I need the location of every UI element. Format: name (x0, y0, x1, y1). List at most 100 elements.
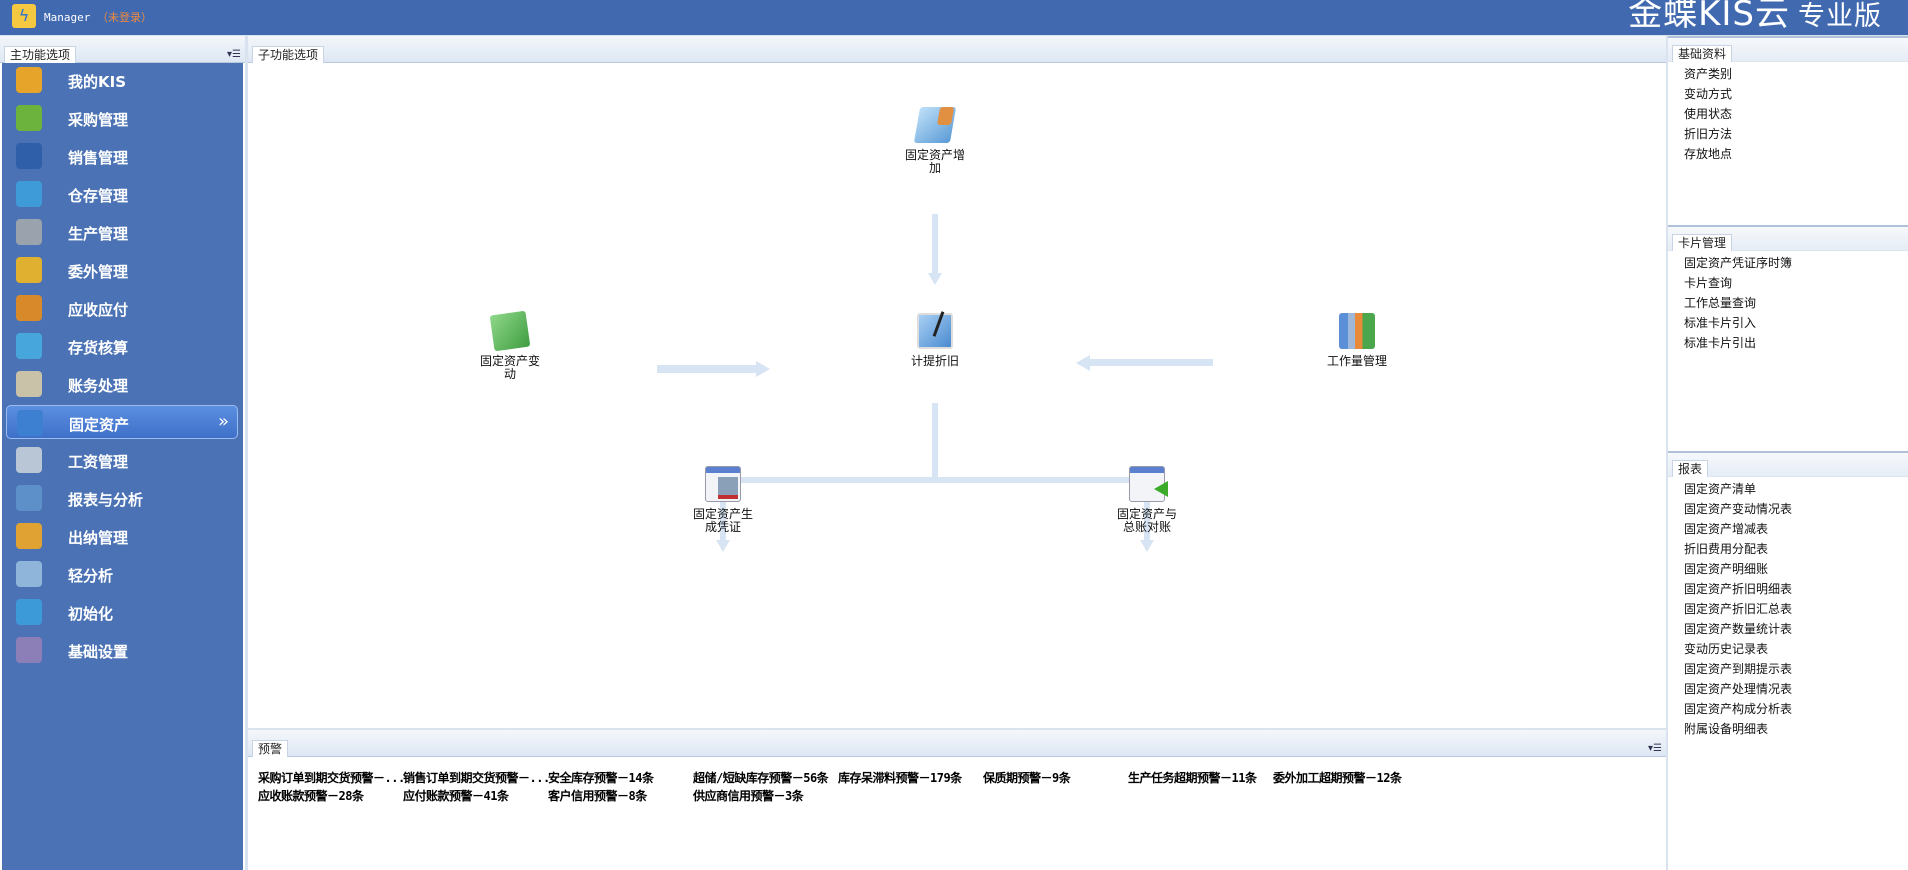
brand-name: 金蝶KIS云 (1628, 0, 1790, 34)
related-function-link[interactable]: 存放地点 (1684, 147, 1733, 161)
related-function-link[interactable]: 固定资产增减表 (1684, 522, 1769, 536)
connector-change-to-depr (657, 365, 757, 373)
module-icon (16, 599, 42, 625)
card-management-list: 固定资产凭证序时簿卡片查询工作总量查询标准卡片引入标准卡片引出 (1684, 253, 1792, 353)
sidebar-item-label: 委外管理 (68, 263, 129, 281)
related-function-link[interactable]: 标准卡片引入 (1684, 316, 1757, 330)
tab-main-functions[interactable]: 主功能选项 (4, 46, 77, 63)
sidebar-item[interactable]: 生产管理 (6, 215, 238, 249)
module-icon (16, 257, 42, 283)
sidebar-item[interactable]: 委外管理 (6, 253, 238, 287)
sidebar-item[interactable]: 账务处理 (6, 367, 238, 401)
module-icon (16, 447, 42, 473)
related-function-link[interactable]: 卡片查询 (1684, 276, 1733, 290)
alert-link[interactable]: 应付账款预警－41条 (403, 789, 509, 803)
tab-basic-data[interactable]: 基础资料 (1672, 45, 1733, 62)
related-function-link[interactable]: 固定资产数量统计表 (1684, 622, 1793, 636)
module-icon (16, 295, 42, 321)
related-function-link[interactable]: 使用状态 (1684, 107, 1733, 121)
node-label: 计提折旧 (910, 354, 959, 368)
panel-header: 子功能选项 (248, 36, 1666, 63)
alert-link[interactable]: 采购订单到期交货预警－... (258, 771, 405, 785)
sidebar-item[interactable]: 销售管理 (6, 139, 238, 173)
panel-menu-icon[interactable]: ▾☰ (1648, 743, 1662, 754)
arrow-head (928, 273, 942, 285)
sidebar-item[interactable]: 工资管理 (6, 443, 238, 477)
voucher-icon (705, 466, 741, 502)
tab-sub-functions[interactable]: 子功能选项 (252, 46, 325, 63)
arrow-head (1076, 355, 1090, 371)
alert-link[interactable]: 安全库存预警－14条 (548, 771, 654, 785)
related-function-link[interactable]: 折旧方法 (1684, 127, 1733, 141)
panel-menu-icon[interactable]: ▾☰ (227, 49, 241, 60)
sidebar-item[interactable]: 应收应付 (6, 291, 238, 325)
related-function-link[interactable]: 变动历史记录表 (1684, 642, 1769, 656)
sidebar-item[interactable]: 仓存管理 (6, 177, 238, 211)
related-function-link[interactable]: 固定资产构成分析表 (1684, 702, 1793, 716)
arrow-head (716, 540, 730, 552)
sidebar-item[interactable]: 初始化 (6, 595, 238, 629)
connector-add-to-depr (932, 214, 938, 274)
node-workload[interactable]: 工作量管理 (1302, 313, 1412, 368)
node-generate-voucher[interactable]: 固定资产生成凭证 (668, 466, 778, 534)
related-function-link[interactable]: 固定资产到期提示表 (1684, 662, 1793, 676)
related-function-link[interactable]: 折旧费用分配表 (1684, 542, 1769, 556)
sidebar-item-label: 应收应付 (68, 301, 129, 319)
node-reconcile-ledger[interactable]: 固定资产与总账对账 (1092, 466, 1202, 534)
asset-add-icon (913, 107, 957, 143)
sidebar-item[interactable]: 采购管理 (6, 101, 238, 135)
sidebar-item-label: 我的KIS (68, 73, 127, 91)
asset-change-icon (489, 310, 531, 352)
related-function-link[interactable]: 固定资产处理情况表 (1684, 682, 1793, 696)
module-icon (16, 143, 42, 169)
related-function-link[interactable]: 固定资产折旧汇总表 (1684, 602, 1793, 616)
brand-logo: 金蝶KIS云专业版 (1628, 0, 1882, 35)
related-functions-panel: 基础资料 资产类别变动方式使用状态折旧方法存放地点 卡片管理 固定资产凭证序时簿… (1668, 36, 1908, 870)
node-label: 固定资产生成凭证 (693, 507, 754, 534)
sidebar-item-label: 轻分析 (68, 567, 114, 585)
module-icon (16, 485, 42, 511)
sidebar-item[interactable]: 报表与分析 (6, 481, 238, 515)
user-name: Manager (44, 11, 91, 24)
related-function-link[interactable]: 工作总量查询 (1684, 296, 1757, 310)
module-icon (16, 333, 42, 359)
alert-link[interactable]: 库存呆滞料预警－179条 (838, 771, 962, 785)
alert-link[interactable]: 客户信用预警－8条 (548, 789, 647, 803)
alert-link[interactable]: 保质期预警－9条 (983, 771, 1071, 785)
arrow-head (1140, 540, 1154, 552)
module-icon (16, 561, 42, 587)
sidebar-item-label: 账务处理 (68, 377, 129, 395)
alert-link[interactable]: 委外加工超期预警－12条 (1273, 771, 1402, 785)
node-asset-change[interactable]: 固定资产变动 (455, 310, 565, 381)
alert-link[interactable]: 应收账款预警－28条 (258, 789, 364, 803)
related-function-link[interactable]: 固定资产折旧明细表 (1684, 582, 1793, 596)
tab-alerts[interactable]: 预警 (252, 740, 289, 757)
workflow-diagram: 固定资产增加 固定资产变动 计提折旧 工作量管理 固定资产生成凭证 固定资产与总… (248, 63, 1666, 728)
related-function-link[interactable]: 附属设备明细表 (1684, 722, 1769, 736)
related-function-link[interactable]: 资产类别 (1684, 67, 1733, 81)
related-function-link[interactable]: 固定资产明细账 (1684, 562, 1769, 576)
related-function-link[interactable]: 固定资产凭证序时簿 (1684, 256, 1793, 270)
sidebar-item[interactable]: 固定资产» (6, 405, 238, 439)
sidebar-item-label: 固定资产 (69, 416, 130, 434)
related-function-link[interactable]: 变动方式 (1684, 87, 1733, 101)
node-depreciation[interactable]: 计提折旧 (880, 311, 990, 368)
sidebar-item[interactable]: 存货核算 (6, 329, 238, 363)
sidebar-item[interactable]: 轻分析 (6, 557, 238, 591)
related-function-link[interactable]: 标准卡片引出 (1684, 336, 1757, 350)
alert-link[interactable]: 销售订单到期交货预警－... (403, 771, 550, 785)
alert-link[interactable]: 生产任务超期预警－11条 (1128, 771, 1257, 785)
alert-link[interactable]: 超储/短缺库存预警－56条 (693, 771, 829, 785)
sidebar-item[interactable]: 出纳管理 (6, 519, 238, 553)
sidebar-item[interactable]: 我的KIS (6, 63, 238, 97)
sidebar-item[interactable]: 基础设置 (6, 633, 238, 667)
app-logo-icon: ϟ (12, 4, 36, 28)
node-asset-add[interactable]: 固定资产增加 (880, 107, 990, 175)
alert-link[interactable]: 供应商信用预警－3条 (693, 789, 804, 803)
tab-card-management[interactable]: 卡片管理 (1672, 234, 1733, 251)
related-function-link[interactable]: 固定资产变动情况表 (1684, 502, 1793, 516)
module-icon (16, 105, 42, 131)
tab-reports[interactable]: 报表 (1672, 460, 1709, 477)
related-function-link[interactable]: 固定资产清单 (1684, 482, 1757, 496)
module-icon (16, 219, 42, 245)
